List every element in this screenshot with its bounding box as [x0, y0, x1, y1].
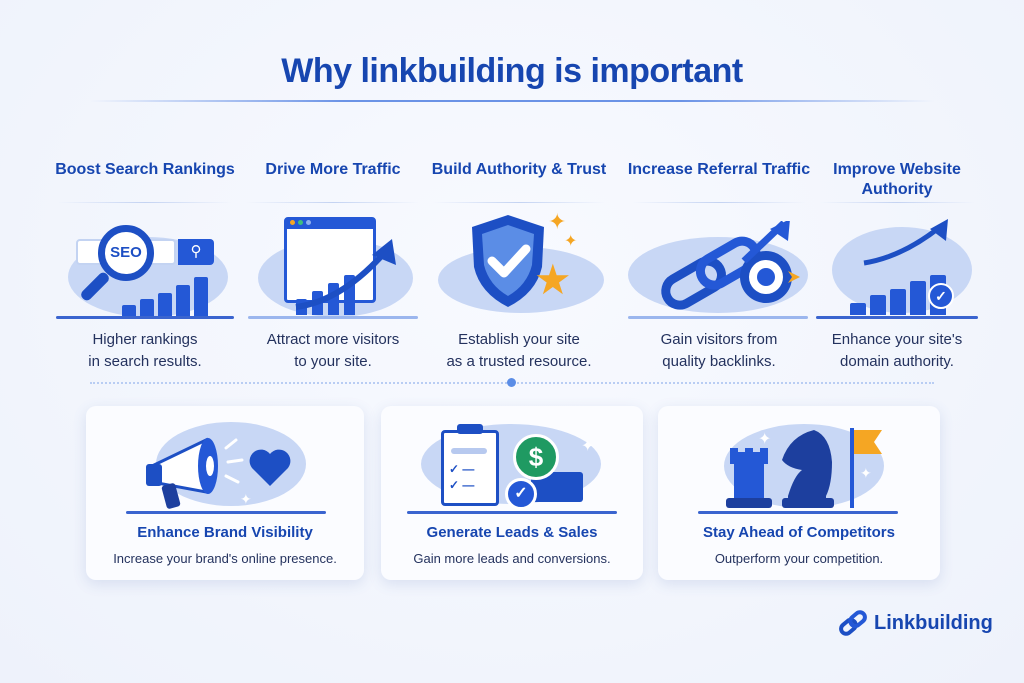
- card-title: Enhance Brand Visibility: [137, 524, 313, 541]
- browser-growth-chart-icon: [238, 209, 428, 319]
- benefit-increase-referral-traffic: Increase Referral Traffic Gain visitors …: [624, 160, 814, 373]
- title-divider: [820, 202, 974, 203]
- svg-text:✦: ✦: [240, 491, 252, 507]
- brand-logo: Linkbuilding: [838, 610, 993, 636]
- clipboard-dollar-icon: ✓ — ✓ — ✓ $ ✦: [381, 416, 643, 514]
- benefit-drive-more-traffic: Drive More Traffic Attract more visitors…: [238, 160, 428, 373]
- authority-growth-icon: ✓: [812, 209, 982, 319]
- benefit-description: Higher rankings in search results.: [88, 331, 202, 370]
- title-divider: [246, 202, 420, 203]
- title-underline: [90, 100, 934, 102]
- megaphone-heart-icon: ✦: [86, 416, 364, 514]
- brand-name: Linkbuilding: [874, 611, 993, 634]
- card-title: Stay Ahead of Competitors: [703, 524, 895, 541]
- benefit-description: Establish your site as a trusted resourc…: [446, 331, 592, 370]
- benefit-title: Build Authority & Trust: [431, 161, 607, 178]
- page-title: Why linkbuilding is important: [281, 52, 743, 90]
- card-stay-ahead-of-competitors: ✦✦ Stay Ahead of Competitors Outperform …: [658, 406, 940, 580]
- benefit-build-authority-trust: Build Authority & Trust ★ ✦ ✦ Establish …: [424, 160, 614, 373]
- card-generate-leads-sales: ✓ — ✓ — ✓ $ ✦ Generate Leads & Sales Gai…: [381, 406, 643, 580]
- benefit-title: Improve Website Authority: [833, 161, 961, 198]
- benefit-improve-website-authority: Improve Website Authority ✓ Enhance your…: [812, 160, 982, 373]
- benefit-description: Attract more visitors to your site.: [266, 331, 400, 370]
- benefit-title: Increase Referral Traffic: [627, 161, 811, 178]
- card-description: Outperform your competition.: [714, 551, 884, 566]
- benefit-description: Gain visitors from quality backlinks.: [660, 331, 778, 370]
- seo-search-icon: ⚲ SEO: [50, 209, 240, 319]
- benefit-title: Drive More Traffic: [265, 161, 401, 178]
- shield-check-icon: ★ ✦ ✦: [424, 209, 614, 319]
- svg-text:✦: ✦: [860, 465, 872, 481]
- benefit-title: Boost Search Rankings: [55, 161, 235, 178]
- title-divider: [58, 202, 232, 203]
- title-divider: [432, 202, 606, 203]
- card-description: Increase your brand's online presence.: [113, 551, 337, 566]
- benefit-boost-search-rankings: Boost Search Rankings ⚲ SEO Higher ranki…: [50, 160, 240, 373]
- benefit-description: Enhance your site's domain authority.: [831, 331, 963, 370]
- divider-dot: [507, 378, 516, 387]
- card-description: Gain more leads and conversions.: [413, 551, 611, 566]
- card-enhance-brand-visibility: ✦ Enhance Brand Visibility Increase your…: [86, 406, 364, 580]
- svg-text:✦: ✦: [758, 431, 771, 448]
- chain-link-logo-icon: [839, 610, 867, 636]
- title-divider: [632, 202, 806, 203]
- card-title: Generate Leads & Sales: [426, 524, 598, 541]
- chess-flag-icon: ✦✦: [658, 416, 940, 514]
- chain-link-target-icon: [624, 209, 814, 319]
